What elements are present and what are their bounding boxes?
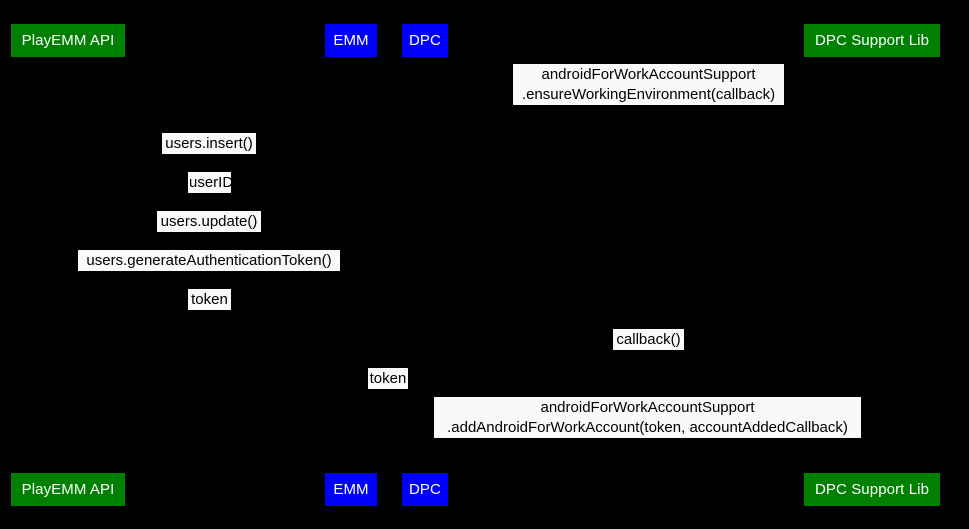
- lifeline-header-dpc[interactable]: DPC: [402, 24, 448, 57]
- message-label-add-android-for-work-account-line1: androidForWorkAccountSupport: [540, 399, 755, 416]
- message-label-user-id: userID: [188, 172, 234, 193]
- lifeline-header-emm[interactable]: EMM: [325, 24, 377, 57]
- lifeline-header-playemm-api-label: PlayEMM API: [21, 32, 115, 49]
- lifeline-footer-dpc-label: DPC: [409, 481, 441, 498]
- lifeline-footer-emm-label: EMM: [333, 481, 369, 498]
- lifeline-footer-dpc[interactable]: DPC: [402, 473, 448, 506]
- lifeline-header-dpc-label: DPC: [409, 32, 441, 49]
- message-label-generate-auth-token: users.generateAuthenticationToken(): [78, 250, 340, 271]
- message-label-users-insert: users.insert(): [162, 133, 256, 154]
- message-label-users-update-text: users.update(): [160, 213, 258, 230]
- message-label-callback: callback(): [613, 329, 684, 350]
- message-label-user-id-text: userID: [189, 174, 234, 191]
- message-label-add-android-for-work-account: androidForWorkAccountSupport .addAndroid…: [434, 397, 861, 438]
- message-label-users-update: users.update(): [157, 211, 261, 232]
- lifeline-footer-dpc-support-lib-label: DPC Support Lib: [814, 481, 930, 498]
- message-label-token-upper: token: [188, 289, 231, 310]
- lifeline-header-dpc-support-lib-label: DPC Support Lib: [814, 32, 930, 49]
- message-label-callback-text: callback(): [616, 331, 681, 348]
- message-label-ensure-working-environment-line2: .ensureWorkingEnvironment(callback): [521, 85, 776, 103]
- message-label-users-insert-text: users.insert(): [165, 135, 253, 152]
- message-label-ensure-working-environment: androidForWorkAccountSupport .ensureWork…: [513, 64, 784, 105]
- message-label-generate-auth-token-text: users.generateAuthenticationToken(): [86, 252, 332, 269]
- lifeline-header-dpc-support-lib[interactable]: DPC Support Lib: [804, 24, 940, 57]
- lifeline-header-playemm-api[interactable]: PlayEMM API: [11, 24, 125, 57]
- lifeline-footer-playemm-api[interactable]: PlayEMM API: [11, 473, 125, 506]
- lifeline-footer-dpc-support-lib[interactable]: DPC Support Lib: [804, 473, 940, 506]
- message-label-ensure-working-environment-line1: androidForWorkAccountSupport: [541, 66, 756, 83]
- lifeline-footer-playemm-api-label: PlayEMM API: [21, 481, 115, 498]
- lifeline-header-emm-label: EMM: [333, 32, 369, 49]
- message-label-add-android-for-work-account-line2: .addAndroidForWorkAccount(token, account…: [447, 418, 848, 436]
- message-label-token-lower-text: token: [369, 370, 407, 387]
- message-label-token-lower: token: [368, 368, 408, 389]
- lifeline-footer-emm[interactable]: EMM: [325, 473, 377, 506]
- message-label-token-upper-text: token: [191, 291, 228, 308]
